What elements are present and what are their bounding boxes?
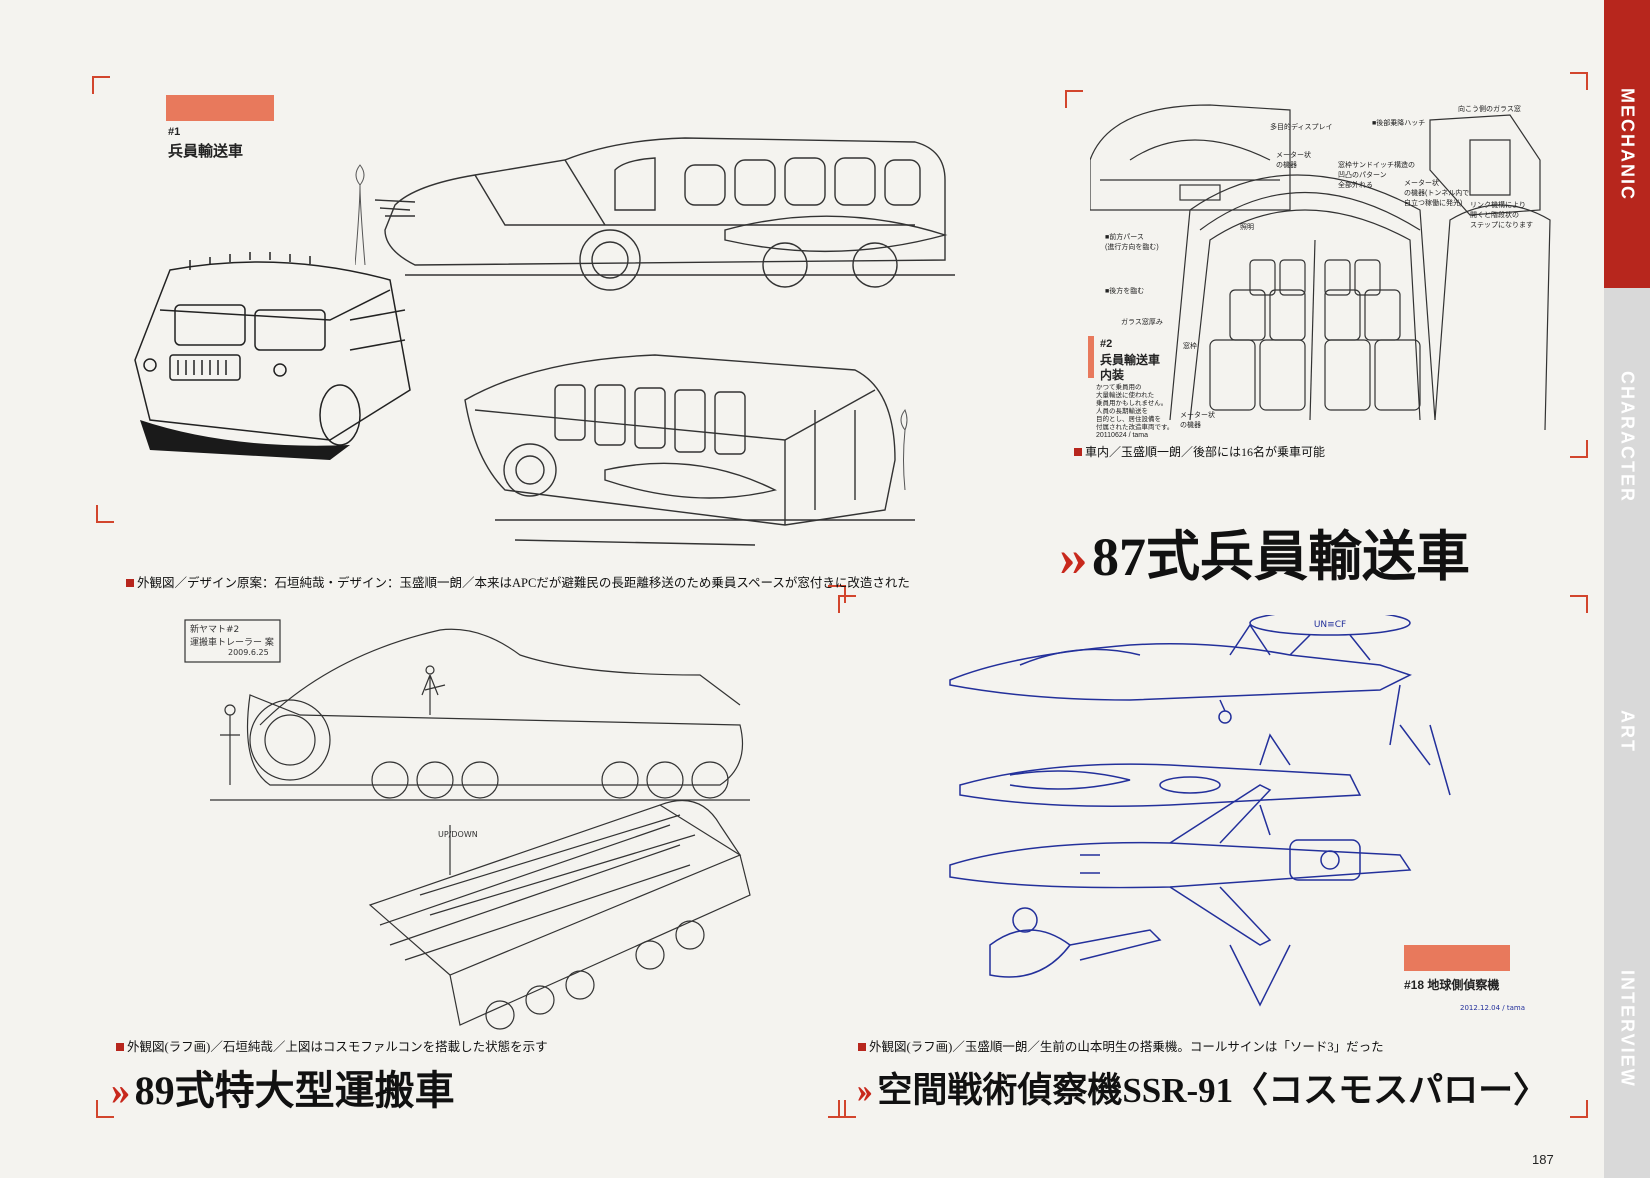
- chevron-icon: ››: [110, 1068, 130, 1113]
- section-sidebar: MECHANIC CHARACTER ART INTERVIEW: [1604, 0, 1650, 1178]
- label-glass: 向こう側のガラス窓: [1458, 106, 1521, 113]
- page-number: 187: [1532, 1152, 1554, 1167]
- sidebar-tab-mechanic[interactable]: MECHANIC: [1604, 0, 1650, 288]
- label-front-pass: ■前方パース (進行方向を臨む): [1105, 234, 1159, 251]
- sketch-note-updown: UP/DOWN: [438, 830, 478, 839]
- section-number: #1: [168, 126, 181, 138]
- section-subtitle-2: 内装: [1100, 368, 1125, 382]
- fuselage-marking: UN≡CF: [1314, 620, 1346, 630]
- frame-corner: [828, 585, 846, 603]
- label-sandwich: 窓枠サンドイッチ構造の 凹凸のパターン 全部外れる: [1338, 162, 1415, 189]
- frame-corner: [1570, 72, 1588, 90]
- label-glass-thick: ガラス窓厚み: [1121, 319, 1163, 326]
- section-date: 20110624 / tama: [1096, 432, 1149, 439]
- section-number: #2: [1100, 338, 1113, 350]
- troop-transport-rear-sketch: [464, 354, 915, 546]
- title-89: ››89式特大型運搬車: [110, 1068, 455, 1113]
- frame-corner: [96, 1100, 114, 1118]
- title-ssr-91: ››空間戦術偵察機SSR-91〈コスモスパロー〉: [856, 1071, 1549, 1110]
- section-tag: [1088, 336, 1094, 378]
- sidebar-tab-character[interactable]: CHARACTER: [1617, 371, 1638, 503]
- caption-exterior: 外観図／デザイン原案：石垣純哉・デザイン：玉盛順一朗／本来はAPCだが避難民の長…: [126, 572, 910, 591]
- caption-bullet: [116, 1043, 124, 1051]
- sketch-note-date: 2009.6.25: [228, 648, 269, 657]
- frame-corner: [1065, 90, 1083, 108]
- section-notes: かつて乗員用の 大量輸送に使われた 乗員用かもしれません。 人員の長期輸送を 目…: [1096, 384, 1174, 431]
- caption-bullet: [858, 1043, 866, 1051]
- sketch-note-trailer: 新ヤマト#2 運搬車トレーラー 案: [190, 625, 274, 648]
- frame-corner: [838, 595, 856, 613]
- label-light: 照明: [1240, 224, 1254, 231]
- label-link: リンク機構により 開くと階段状の ステップになります: [1470, 202, 1533, 229]
- section-subtitle: 兵員輸送車: [1100, 353, 1161, 367]
- chevron-icon: ››: [856, 1071, 873, 1110]
- label-meter: メーター状 の機器: [1276, 152, 1311, 169]
- frame-corner: [1570, 595, 1588, 613]
- section-date: 2012.12.04 / tama: [1460, 1004, 1526, 1012]
- label-rear-hatch: ■後部乗降ハッチ: [1372, 120, 1426, 127]
- frame-corner: [1570, 1100, 1588, 1118]
- label-window-frame: 窓枠: [1183, 343, 1197, 350]
- frame-corner: [828, 1100, 846, 1118]
- frame-corner: [96, 505, 114, 523]
- caption-recon: 外観図(ラフ画)／玉盛順一朗／生前の山本明生の搭乗機。コールサインは「ソード3」…: [858, 1036, 1384, 1055]
- heavy-transport-side-sketch: [184, 619, 750, 801]
- recon-aircraft-sketch: UN≡CF: [949, 615, 1451, 1007]
- caption-interior: 車内／玉盛順一朗／後部には16名が乗車可能: [1074, 443, 1325, 460]
- caption-bullet: [126, 579, 134, 587]
- troop-transport-side-sketch: [355, 137, 955, 291]
- heavy-transport-perspective-sketch: [368, 799, 751, 1030]
- section-subtitle: 兵員輸送車: [168, 143, 244, 160]
- section-tag: [166, 95, 274, 121]
- section-number: #18 地球側偵察機: [1404, 978, 1500, 992]
- frame-corner: [838, 1100, 856, 1118]
- interior-sketch: [1090, 104, 1551, 431]
- caption-bullet: [1074, 448, 1082, 456]
- sidebar-tab-art[interactable]: ART: [1617, 709, 1638, 753]
- sidebar-tab-interview[interactable]: INTERVIEW: [1617, 970, 1638, 1088]
- label-multi-display: 多目的ディスプレイ: [1270, 124, 1333, 131]
- troop-transport-front-sketch: [134, 252, 411, 460]
- label-tunnel: メーター状 の機器(トンネル内で 自立つ稼働に発光): [1404, 180, 1470, 207]
- frame-corner: [92, 76, 110, 94]
- frame-corner: [1570, 440, 1588, 458]
- section-tag: [1404, 945, 1510, 971]
- title-87: ››87式兵員輸送車: [1058, 527, 1470, 587]
- chevron-icon: ››: [1058, 527, 1088, 587]
- label-meter2: メーター状 の機器: [1180, 412, 1215, 429]
- label-rear-view: ■後方を臨む: [1105, 288, 1145, 295]
- caption-heavy-transport: 外観図(ラフ画)／石垣純哉／上図はコスモファルコンを搭載した状態を示す: [116, 1036, 548, 1055]
